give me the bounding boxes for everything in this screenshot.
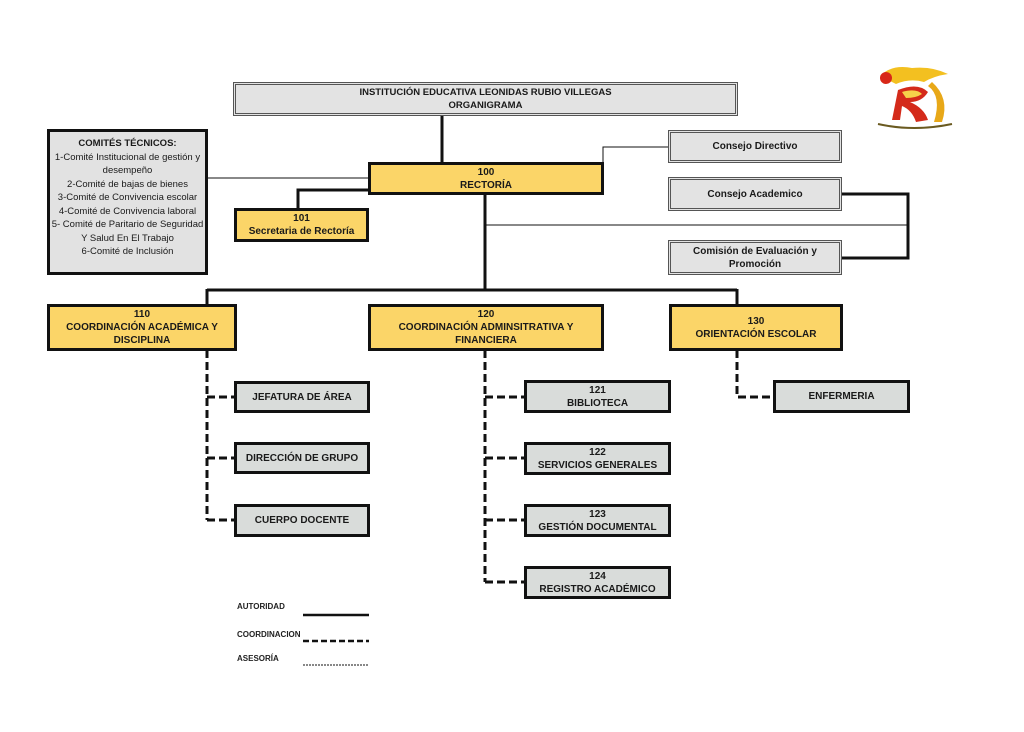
line-rectoria-to-secretaria (296, 188, 368, 209)
comite-item: 1-Comité Institucional de gestión y dese… (54, 151, 201, 177)
node-code: 110 (133, 309, 151, 320)
node-registro-academico[interactable]: 124 REGISTRO ACADÉMICO (524, 566, 671, 599)
node-code: 120 (477, 309, 495, 320)
comite-item: 4-Comité de Convivencia laboral (58, 205, 197, 217)
node-secretaria-rectoria[interactable]: 101 Secretaria de Rectoría (234, 208, 369, 242)
node-code: 100 (477, 166, 495, 178)
line-consejo-bracket (840, 192, 910, 260)
node-label: ENFERMERIA (808, 391, 875, 402)
node-biblioteca[interactable]: 121 BIBLIOTECA (524, 380, 671, 413)
node-label: DIRECCIÓN DE GRUPO (245, 452, 359, 464)
node-gestion-documental[interactable]: 123 GESTIÓN DOCUMENTAL (524, 504, 671, 537)
node-jefatura-area[interactable]: JEFATURA DE ÁREA (234, 381, 370, 413)
node-label: Consejo Directivo (712, 141, 798, 152)
node-consejo-directivo[interactable]: Consejo Directivo (668, 130, 842, 163)
header-box: INSTITUCIÓN EDUCATIVA LEONIDAS RUBIO VIL… (233, 82, 738, 116)
node-label: Consejo Academico (707, 188, 803, 200)
node-label: JEFATURA DE ÁREA (252, 391, 352, 403)
node-label: COORDINACIÓN ACADÉMICA Y DISCIPLINA (66, 322, 218, 346)
node-direccion-grupo[interactable]: DIRECCIÓN DE GRUPO (234, 442, 370, 474)
node-label: REGISTRO ACADÉMICO (539, 583, 656, 595)
node-code: 123 (589, 508, 606, 520)
dash-coord-130-trunk (735, 350, 774, 399)
node-label: CUERPO DOCENTE (254, 515, 350, 526)
node-label: BIBLIOTECA (566, 397, 629, 409)
node-label: SERVICIOS GENERALES (537, 459, 658, 471)
legend-asesoria: ASESORÍA (237, 654, 279, 663)
node-label: GESTIÓN DOCUMENTAL (538, 521, 657, 533)
node-label: COORDINACIÓN ADMINSITRATIVA Y FINANCIERA (398, 322, 574, 346)
node-coordinacion-administrativa[interactable]: 120 COORDINACIÓN ADMINSITRATIVA Y FINANC… (368, 304, 604, 351)
node-code: 122 (589, 446, 606, 458)
node-enfermeria[interactable]: ENFERMERIA (773, 380, 910, 413)
comite-item: 6-Comité de Inclusión (81, 246, 174, 257)
comite-item: 3-Comité de Convivencia escolar (57, 192, 198, 203)
legend-autoridad: AUTORIDAD (237, 602, 285, 611)
node-code: 124 (589, 570, 606, 582)
institution-name: INSTITUCIÓN EDUCATIVA LEONIDAS RUBIO VIL… (359, 87, 612, 98)
school-crest-logo-icon (877, 67, 953, 129)
comites-tecnicos-box: COMITÉS TÉCNICOS: 1-Comité Institucional… (47, 129, 208, 275)
node-label: RECTORÍA (459, 179, 513, 191)
line-rectoria-to-consejo-directivo (602, 146, 669, 163)
node-coordinacion-academica[interactable]: 110 COORDINACIÓN ACADÉMICA Y DISCIPLINA (47, 304, 237, 351)
node-code: 121 (589, 384, 606, 396)
node-comision-evaluacion[interactable]: Comisión de Evaluación y Promoción (668, 240, 842, 275)
page-title: ORGANIGRAMA (448, 100, 523, 111)
node-label: Secretaria de Rectoría (248, 226, 355, 237)
node-consejo-academico[interactable]: Consejo Academico (668, 177, 842, 211)
node-orientacion-escolar[interactable]: 130 ORIENTACIÓN ESCOLAR (669, 304, 843, 351)
node-cuerpo-docente[interactable]: CUERPO DOCENTE (234, 504, 370, 537)
comite-item: 5- Comité de Paritario de Seguridad Y Sa… (51, 219, 204, 244)
node-servicios-generales[interactable]: 122 SERVICIOS GENERALES (524, 442, 671, 475)
node-rectoria[interactable]: 100 RECTORÍA (368, 162, 604, 195)
comite-item: 2-Comité de bajas de bienes (67, 178, 188, 190)
node-label: ORIENTACIÓN ESCOLAR (695, 328, 817, 340)
comites-heading: COMITÉS TÉCNICOS: (78, 138, 177, 149)
node-code: 130 (747, 315, 765, 327)
node-label: Comisión de Evaluación y Promoción (693, 245, 817, 270)
legend-coordinacion: COORDINACION (237, 630, 301, 639)
node-code: 101 (293, 213, 310, 224)
